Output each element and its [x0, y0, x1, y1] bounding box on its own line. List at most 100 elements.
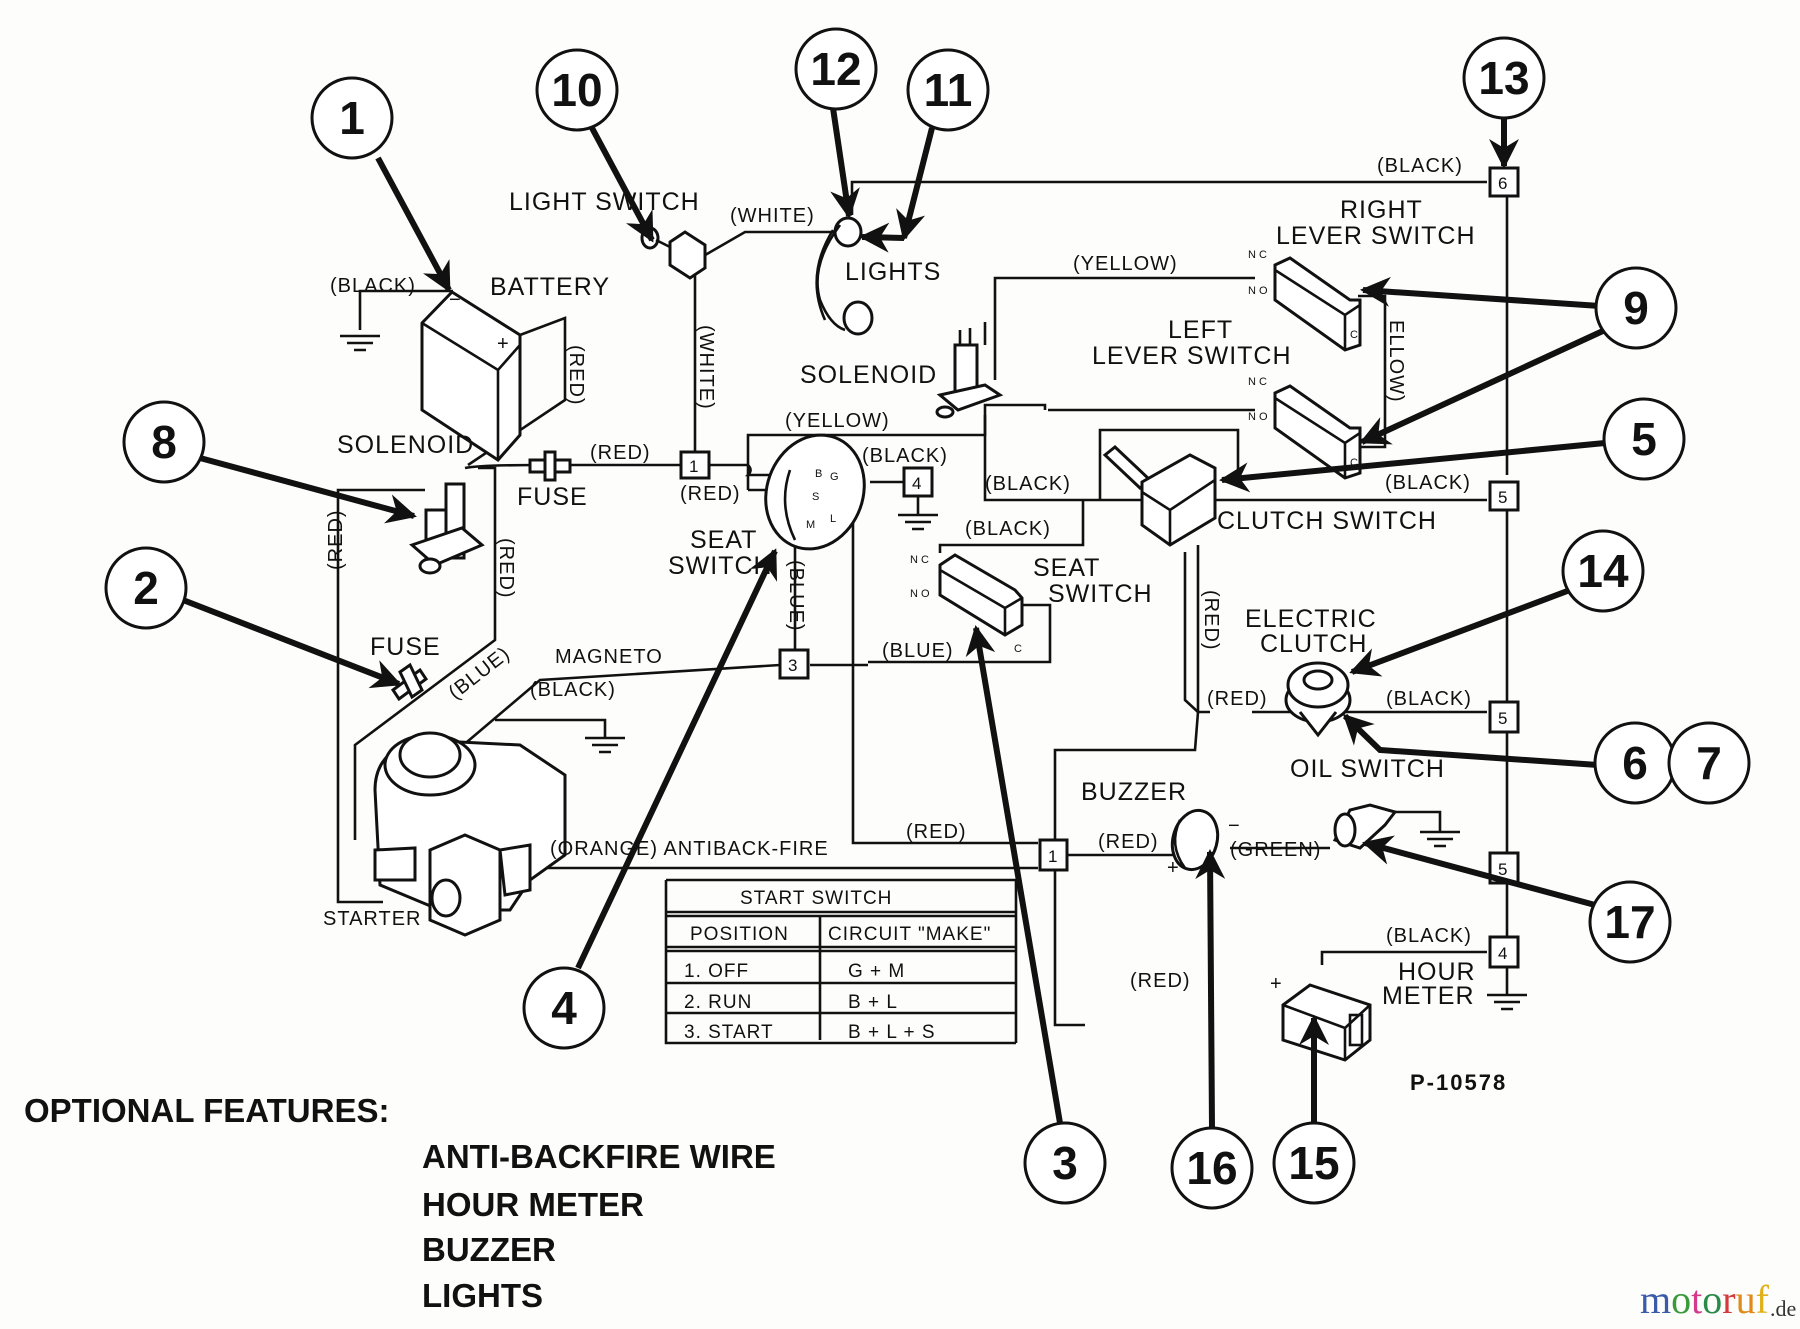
svg-text:C: C — [1350, 329, 1358, 341]
callout-2: 2 — [104, 546, 188, 630]
ignition-seat-switch-label-2: SWITCH — [668, 552, 773, 580]
wire-label-black-engine: (BLACK) — [530, 679, 616, 701]
svg-text:13: 13 — [1478, 52, 1529, 104]
table-cell: B + L + S — [848, 1022, 936, 1043]
wire-label-black-5b: (BLACK) — [1386, 688, 1472, 710]
callout-17: 17 — [1588, 880, 1672, 964]
wire-label-red-1: (RED) — [906, 821, 967, 843]
solenoid-right — [935, 322, 1004, 419]
ground-symbol — [585, 736, 625, 754]
electric-clutch-label-1: ELECTRIC — [1245, 605, 1377, 633]
hour-meter-label-2: METER — [1382, 982, 1475, 1010]
connector-6: 6 — [1488, 166, 1520, 198]
watermark-letter: o — [1702, 1277, 1722, 1322]
svg-text:12: 12 — [810, 43, 861, 95]
wire-label-red-fuse: (RED) — [590, 442, 651, 464]
white-wire-to-lights — [699, 230, 850, 260]
hour-meter: + — [1270, 973, 1372, 1062]
red-wire-left — [336, 488, 425, 904]
optional-feature: ANTI-BACKFIRE WIRE — [422, 1138, 776, 1175]
wire-label-black: (BLACK) — [330, 275, 416, 297]
ground-symbol — [1420, 830, 1460, 848]
svg-text:4: 4 — [912, 474, 921, 493]
figure-id: P-10578 — [1410, 1070, 1507, 1095]
solenoid-right-label: SOLENOID — [800, 361, 937, 389]
svg-text:C: C — [1014, 643, 1022, 655]
svg-text:7: 7 — [1696, 737, 1722, 789]
battery-ground-wire — [358, 289, 453, 330]
wire-label-yellow-right: (YELLOW) — [1073, 253, 1178, 275]
svg-text:14: 14 — [1577, 545, 1629, 597]
wire-label-white-vertical: (WHITE) — [695, 325, 717, 410]
wire-label-red-clutch: (RED) — [1200, 590, 1222, 651]
svg-text:16: 16 — [1186, 1142, 1237, 1194]
svg-text:N O: N O — [1248, 411, 1268, 423]
svg-text:G: G — [830, 471, 839, 483]
ground-symbol — [340, 334, 380, 352]
left-lever-switch-label-2: LEVER SWITCH — [1092, 342, 1292, 370]
ground-symbol — [1487, 993, 1527, 1011]
callout-leaders — [181, 107, 1607, 1129]
right-lever-switch-label-2: LEVER SWITCH — [1276, 222, 1476, 250]
fuse-left-label: FUSE — [370, 633, 441, 661]
svg-text:+: + — [1270, 973, 1283, 995]
svg-text:S: S — [812, 491, 819, 503]
table-title: START SWITCH — [740, 888, 892, 909]
svg-text:3: 3 — [1052, 1137, 1078, 1189]
seat-switch: N C N O C — [910, 553, 1024, 655]
watermark-letter: t — [1691, 1277, 1702, 1322]
connector-5-b: 5 — [1488, 700, 1520, 734]
connector-4-bottom: 4 — [1488, 935, 1520, 969]
svg-text:5: 5 — [1498, 709, 1507, 728]
black-wire-hour-meter — [1320, 950, 1487, 965]
svg-text:15: 15 — [1288, 1137, 1339, 1189]
clutch-switch — [1102, 445, 1217, 547]
wire-label-black-4: (BLACK) — [862, 445, 948, 467]
wire-label-black-clutch: (BLACK) — [985, 473, 1071, 495]
blue-wire-seat-switch — [868, 603, 1052, 664]
electric-clutch — [1284, 661, 1352, 738]
watermark: motoruf .de — [1640, 1277, 1796, 1322]
watermark-suffix: .de — [1770, 1296, 1796, 1321]
svg-text:10: 10 — [551, 64, 602, 116]
lights — [815, 216, 874, 336]
callout-11: 11 — [906, 48, 990, 132]
wire-label-red-hour: (RED) — [1130, 970, 1191, 992]
callout-12: 12 — [794, 27, 878, 111]
table-cell: 1. OFF — [684, 961, 749, 982]
oil-switch — [1332, 803, 1398, 850]
svg-text:M: M — [806, 519, 815, 531]
watermark-letter: u — [1736, 1277, 1756, 1322]
wire-label-blue: (BLUE) — [882, 640, 954, 662]
wire-label-black-seat: (BLACK) — [965, 518, 1051, 540]
left-lever-switch: N C N O C — [1248, 376, 1362, 480]
svg-text:3: 3 — [788, 656, 797, 675]
black-wire-clutch — [983, 415, 1177, 502]
wires — [336, 180, 1527, 1027]
ground-symbol — [898, 513, 938, 531]
table-cell: G + M — [848, 961, 905, 982]
red-wire-hour-meter — [1053, 711, 1200, 1027]
wire-label-red-left: (RED) — [325, 509, 347, 570]
antibackfire-label: (ORANGE) ANTIBACK-FIRE — [550, 838, 829, 860]
callout-15: 15 — [1272, 1121, 1356, 1205]
watermark-logo: motoruf — [1640, 1277, 1770, 1322]
black-wire-seat-switch — [938, 500, 1085, 553]
table-cell: 2. RUN — [684, 992, 752, 1013]
connector-3: 3 — [778, 648, 810, 680]
start-switch-table: START SWITCH POSITION CIRCUIT "MAKE" 1. … — [664, 878, 1018, 1045]
svg-text:N C: N C — [1248, 376, 1267, 388]
table-cell: 3. START — [684, 1022, 774, 1043]
svg-text:11: 11 — [924, 64, 973, 116]
svg-text:C: C — [1350, 457, 1358, 469]
wire-label-red-clutch-h: (RED) — [1207, 688, 1268, 710]
ignition-seat-switch: B G S L M — [764, 433, 866, 551]
wire-label-black-6: (BLACK) — [1377, 155, 1463, 177]
svg-text:5: 5 — [1498, 860, 1507, 879]
callout-5: 5 — [1602, 397, 1686, 481]
yellow-wire-right-lever — [993, 276, 1255, 380]
callout-13: 13 — [1462, 36, 1546, 120]
callout-3: 3 — [1023, 1121, 1107, 1205]
watermark-letter: f — [1756, 1277, 1770, 1322]
optional-features-title: OPTIONAL FEATURES: — [24, 1092, 389, 1129]
